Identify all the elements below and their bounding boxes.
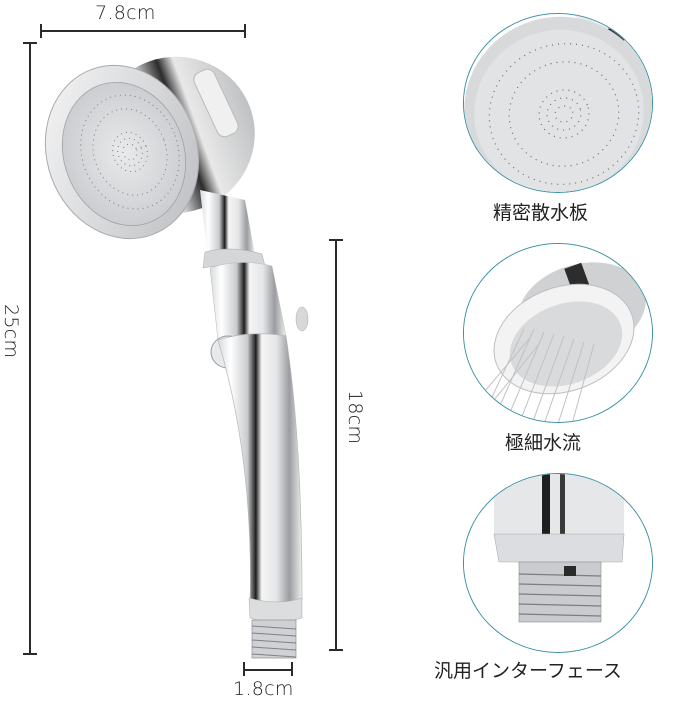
thread-connector [251,619,297,659]
feature-fine-stream-caption: 極細水流 [505,432,582,454]
handle-length-line [335,239,337,650]
feature-fine-stream-image [463,243,653,423]
shower-head-product-image [40,40,340,670]
head-width-tick-right [244,24,246,38]
feature-spray-plate-image [463,13,653,193]
head-width-tick-left [40,24,42,38]
connector-width-tick-right [291,662,293,676]
head-width-label: 7.8cm [95,2,156,24]
handle-length-tick-bottom [329,649,343,651]
feature-spray-plate-caption: 精密散水板 [493,202,589,224]
feature-connector-caption: 汎用インターフェース [434,660,622,682]
handle-length-label: 18cm [344,390,366,445]
connector-width-label: 1.8cm [233,678,294,700]
total-length-tick-top [23,42,37,44]
feature-connector-image [463,473,653,653]
total-length-label: 25cm [0,304,22,359]
total-length-line [29,42,31,654]
head-width-line [40,30,245,32]
handle-length-tick-top [329,239,343,241]
connector-width-line [243,669,292,671]
total-length-tick-bottom [23,653,37,655]
connector-width-tick-left [243,662,245,676]
